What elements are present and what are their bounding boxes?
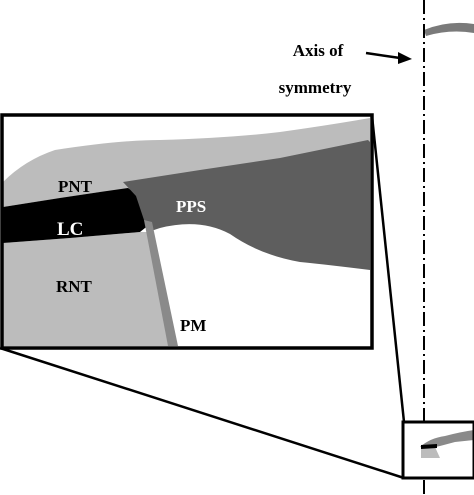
axis-label-line1: Axis of bbox=[293, 41, 344, 60]
label-pm: PM bbox=[180, 316, 206, 335]
region-pnt-shape bbox=[3, 118, 370, 207]
axis-arrow bbox=[365, 51, 412, 64]
label-pnt: PNT bbox=[58, 177, 93, 196]
zoom-projection-lines bbox=[0, 115, 406, 480]
region-pm-shape bbox=[144, 220, 178, 346]
axis-label-line2: symmetry bbox=[279, 78, 352, 97]
region-rnt-shape bbox=[3, 232, 170, 346]
detail-inset: PNT LC PPS RNT PM bbox=[0, 113, 374, 350]
label-rnt: RNT bbox=[56, 277, 93, 296]
region-lc-shape bbox=[3, 188, 150, 243]
region-pps-shape bbox=[123, 140, 370, 270]
upper-sclera-crescent bbox=[424, 22, 474, 36]
label-pps: PPS bbox=[176, 197, 206, 216]
label-lc: LC bbox=[57, 219, 83, 240]
zoom-source-box bbox=[401, 420, 474, 480]
